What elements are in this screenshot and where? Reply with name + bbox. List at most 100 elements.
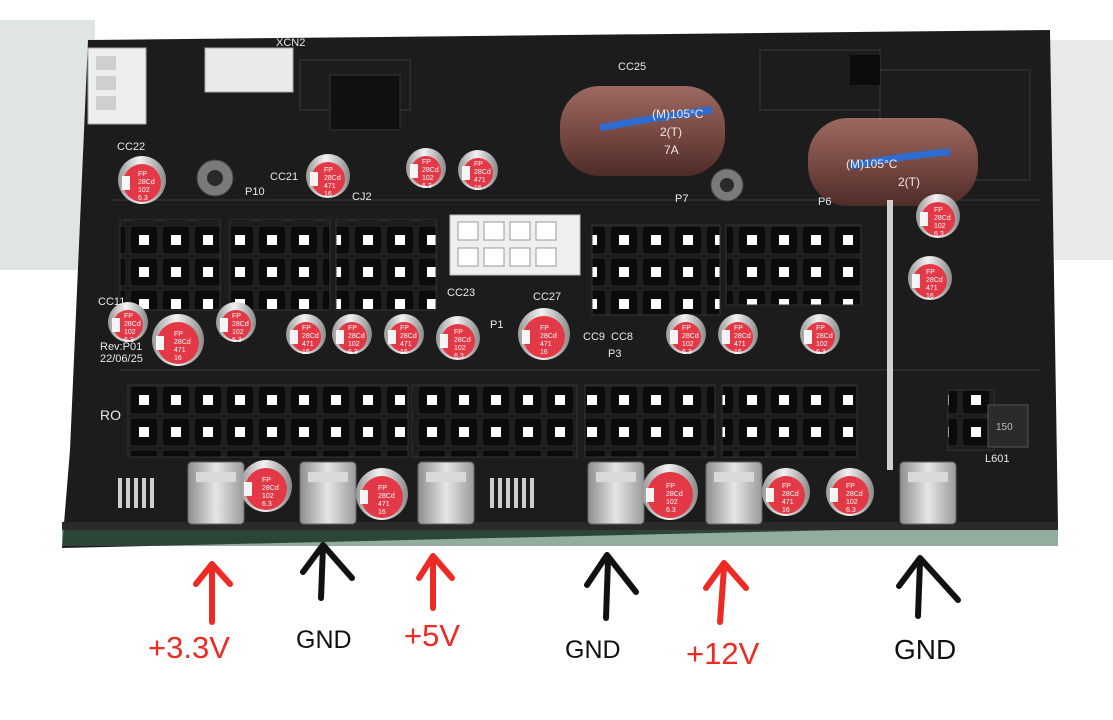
label-cc27: CC27 [533, 291, 561, 303]
capacitor-print: 16 [324, 191, 332, 198]
capacitor-print: 16 [378, 509, 386, 516]
capacitor-print: FP [934, 207, 943, 214]
capacitor-print: 6.3 [846, 507, 856, 514]
background-blur [0, 20, 95, 270]
capacitor-print: 6.3 [262, 501, 272, 508]
label-gnd-2: GND [565, 636, 621, 664]
capacitor-print: FP [302, 325, 311, 332]
capacitor-print: 28Cd [934, 215, 951, 222]
capacitor-print: 471 [400, 341, 412, 348]
capacitor-print: 6.3 [454, 353, 464, 360]
arrow-12v [703, 560, 749, 625]
capacitor-print: 16 [174, 355, 182, 362]
capacitor-print: FP [846, 483, 855, 490]
cap-print-2: 2(T) [660, 125, 682, 139]
output-terminal-tab [299, 461, 357, 525]
capacitor-print: 16 [474, 185, 482, 192]
arrow-gnd-3 [896, 555, 961, 619]
fan-connector: XCN2 [87, 37, 305, 125]
capacitor-print: 102 [138, 187, 150, 194]
date-code: 22/06/25 [100, 353, 143, 365]
capacitor-print: 102 [422, 175, 434, 182]
capacitor-print: 28Cd [262, 485, 279, 492]
capacitor-print: 102 [124, 329, 136, 336]
output-terminal-tab [187, 461, 245, 525]
capacitor-print: 28Cd [926, 277, 943, 284]
capacitor-print: 6.3 [682, 349, 692, 356]
capacitor-print: 16 [734, 349, 742, 356]
arrow-3v3 [193, 561, 233, 625]
capacitor-print: 28Cd [422, 167, 439, 174]
capacitor-print: 16 [540, 349, 548, 356]
capacitor-print: 28Cd [540, 333, 557, 340]
capacitor-print: 28Cd [782, 491, 799, 498]
output-terminal-tab [417, 461, 475, 525]
capacitor-print: 16 [302, 349, 310, 356]
capacitor-print: 28Cd [400, 333, 417, 340]
capacitor-print: 471 [378, 501, 390, 508]
capacitor-print: 471 [782, 499, 794, 506]
capacitor-print: FP [666, 483, 675, 490]
arrow-5v [416, 553, 455, 611]
capacitor-print: 102 [262, 493, 274, 500]
capacitor-print: 28Cd [232, 321, 249, 328]
capacitor-print: FP [348, 325, 357, 332]
capacitor-print: 28Cd [302, 333, 319, 340]
inductor-code: 150 [996, 422, 1013, 433]
capacitor-print: FP [138, 171, 147, 178]
label-cc25: CC25 [618, 61, 646, 73]
capacitor-print: 6.3 [232, 337, 242, 344]
label-p7: P7 [675, 193, 688, 205]
capacitor-print: 102 [232, 329, 244, 336]
capacitor-print: 16 [400, 349, 408, 356]
label-l601: L601 [985, 453, 1009, 465]
capacitor-print: FP [926, 269, 935, 276]
label-cc8: CC8 [611, 331, 633, 343]
capacitor-print: FP [682, 325, 691, 332]
label-p6: P6 [818, 196, 831, 208]
capacitor-print: 6.3 [124, 337, 134, 344]
arrow-gnd-2 [584, 552, 639, 621]
capacitor-print: FP [324, 167, 333, 174]
label-ro: RO [100, 407, 121, 423]
capacitor-print: FP [454, 329, 463, 336]
capacitor-print: FP [540, 325, 549, 332]
label-cc11: CC11 [98, 296, 125, 308]
capacitor-print: 6.3 [348, 349, 358, 356]
capacitor-print: 28Cd [348, 333, 365, 340]
label-cc23: CC23 [447, 287, 475, 299]
large-capacitor: (M)105°C 2(T) 7A [560, 86, 725, 176]
output-terminal-tab [899, 461, 957, 525]
capacitor-print: 28Cd [454, 337, 471, 344]
cap-print-4: (M)105°C [846, 157, 898, 171]
capacitor-print: 28Cd [666, 491, 683, 498]
label-cc9: CC9 [583, 331, 605, 343]
capacitor-print: 102 [682, 341, 694, 348]
capacitor-print: 28Cd [734, 333, 751, 340]
capacitor-print: 102 [666, 499, 678, 506]
capacitor-print: 102 [816, 341, 828, 348]
small-capacitors-upper: FP28Cd1026.3FP28Cd47116FP28Cd1026.3FP28C… [118, 148, 960, 300]
label-3v3: +3.3V [148, 630, 230, 665]
capacitor-print: 28Cd [378, 493, 395, 500]
label-gnd-1: GND [296, 626, 352, 654]
capacitor-print: 6.3 [666, 507, 676, 514]
capacitor-print: FP [124, 313, 133, 320]
label-5v: +5V [404, 618, 461, 653]
capacitor-print: 471 [926, 285, 938, 292]
capacitor-print: 471 [302, 341, 314, 348]
